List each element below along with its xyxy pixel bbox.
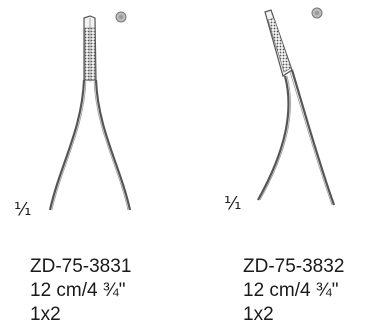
- product-size: 12 cm/4 ¾": [243, 280, 339, 301]
- product-caption: ZD-75-3831 12 cm/4 ¾" 1x2: [30, 255, 131, 327]
- product-pack: 1x2: [30, 304, 61, 325]
- product-code: ZD-75-3832: [243, 256, 345, 277]
- product-code: ZD-75-3831: [30, 256, 132, 277]
- forceps-curved-illustration: [186, 0, 372, 230]
- product-size: 12 cm/4 ¾": [30, 280, 126, 301]
- scale-indicator: ¹⁄₁: [224, 193, 242, 214]
- product-caption: ZD-75-3832 12 cm/4 ¾" 1x2: [243, 255, 344, 327]
- sterile-dot-icon: [311, 7, 323, 19]
- scale-indicator: ¹⁄₁: [14, 199, 32, 220]
- sterile-dot-icon: [115, 11, 127, 23]
- forceps-curved-drawing: [257, 7, 336, 206]
- product-card-curved[interactable]: ¹⁄₁ ZD-75-3832 12 cm/4 ¾" 1x2: [186, 0, 372, 332]
- forceps-straight-illustration: [0, 0, 186, 230]
- product-pack: 1x2: [243, 304, 274, 325]
- product-card-straight[interactable]: ¹⁄₁ ZD-75-3831 12 cm/4 ¾" 1x2: [0, 0, 186, 332]
- forceps-straight-drawing: [48, 11, 132, 211]
